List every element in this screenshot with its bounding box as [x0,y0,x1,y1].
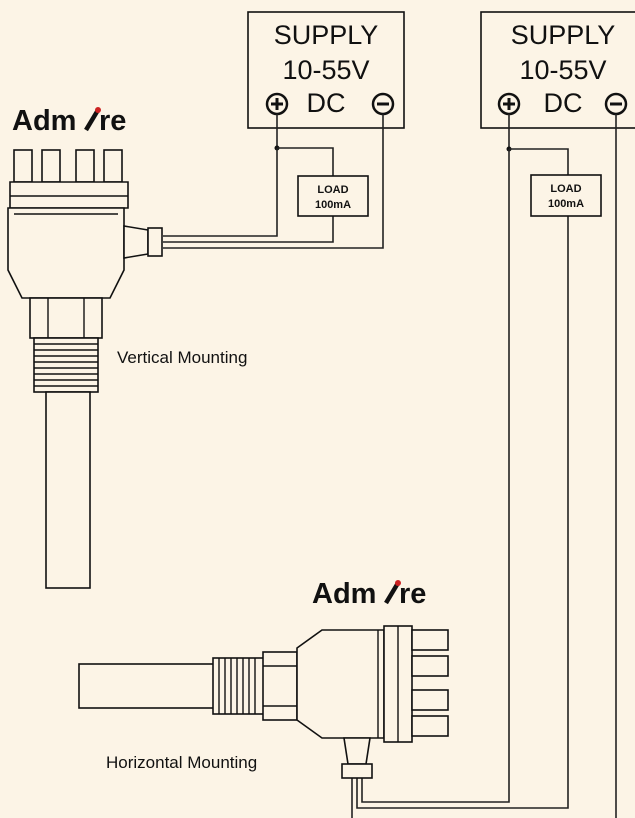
wiring-top [163,114,384,249]
brand-slash-icon [384,580,401,605]
plus-terminal-icon [497,92,521,116]
load-left-value: 100mA [315,199,351,211]
horizontal-mounting-label: Horizontal Mounting [106,753,257,772]
plus-terminal-icon [265,92,289,116]
vertical-sensor [7,149,163,589]
wiring-bottom [351,114,617,818]
brand-bottom-pre: Adm [312,578,376,610]
vertical-mounting-label: Vertical Mounting [117,348,247,367]
supply-right-title: SUPPLY [511,20,616,50]
load-left-label: LOAD [317,184,348,196]
supply-left-dc: DC [307,88,346,118]
load-box-left: LOAD 100mA [297,175,369,217]
supply-box-left: SUPPLY 10-55V DC [247,11,405,129]
supply-left-title: SUPPLY [274,20,379,50]
load-box-right: LOAD 100mA [530,174,602,217]
load-right-value: 100mA [548,198,584,210]
supply-right-dc: DC [544,88,583,118]
minus-terminal-icon [371,92,395,116]
minus-terminal-icon [604,92,628,116]
supply-right-voltage: 10-55V [519,55,606,85]
brand-top-post: re [99,105,126,137]
supply-left-voltage: 10-55V [282,55,369,85]
brand-top-pre: Adm [12,105,76,137]
brand-slash-icon [84,107,101,132]
brand-logo-top: Adm re [12,105,126,137]
supply-box-right: SUPPLY 10-55V DC [480,11,635,129]
brand-logo-bottom: Adm re [312,578,426,610]
thread-lines-horizontal [218,658,256,714]
load-right-label: LOAD [550,183,581,195]
brand-bottom-post: re [399,578,426,610]
thread-lines [34,343,98,387]
horizontal-sensor [78,625,449,779]
